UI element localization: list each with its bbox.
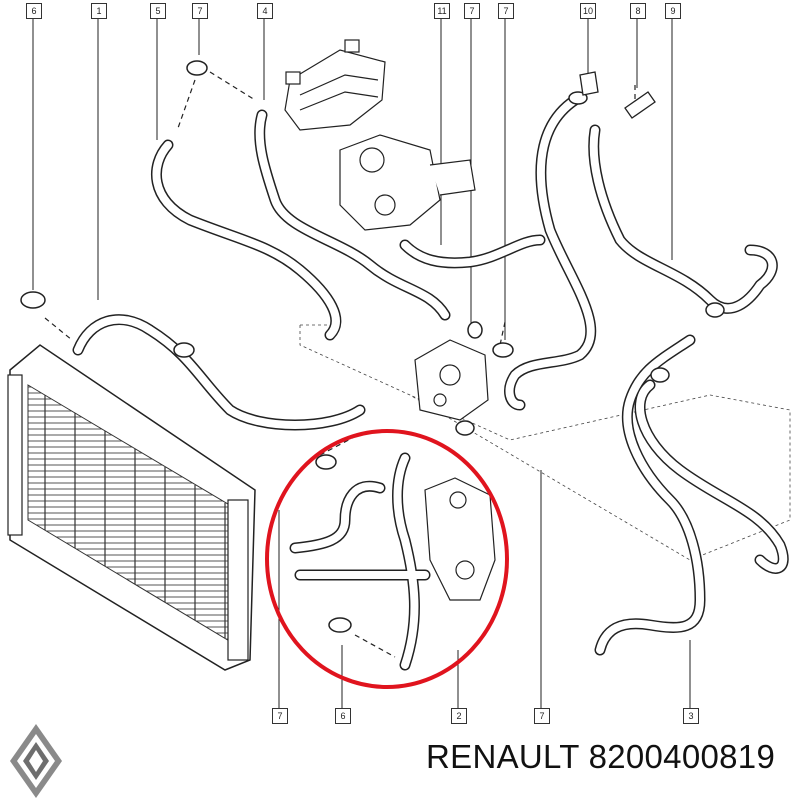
callout-7: 7 — [192, 3, 208, 19]
callout-6-bottom: 6 — [335, 708, 351, 724]
clamp-7-circle — [315, 454, 337, 470]
clamp-7-middle — [173, 342, 195, 358]
hose-clamps — [20, 60, 725, 633]
water-outlet-housing — [424, 477, 496, 601]
callout-2-bottom: 2 — [451, 708, 467, 724]
connector-10 — [579, 71, 599, 96]
callout-5: 5 — [150, 3, 166, 19]
callout-3-bottom: 3 — [683, 708, 699, 724]
callout-8: 8 — [630, 3, 646, 19]
clamp-7-top — [186, 60, 208, 76]
assembly-arrows — [44, 71, 636, 658]
callout-9: 9 — [665, 3, 681, 19]
callout-7-bottom: 7 — [272, 708, 288, 724]
renault-diamond-logo — [10, 724, 62, 798]
highlight-circle — [265, 429, 509, 689]
clamp-3 — [650, 367, 670, 383]
callout-11: 11 — [434, 3, 450, 19]
thermostat-housing-top — [339, 134, 476, 231]
callout-7b: 7 — [464, 3, 480, 19]
clamp-housing — [455, 420, 475, 436]
part-number: 8200400819 — [588, 738, 776, 775]
clamp-7-mid-c — [492, 342, 514, 358]
expansion-tank — [284, 39, 386, 131]
hoses-inner — [74, 96, 788, 669]
clamp-6-circle — [328, 617, 352, 633]
callout-7c: 7 — [498, 3, 514, 19]
callout-4: 4 — [257, 3, 273, 19]
callout-6: 6 — [26, 3, 42, 19]
callout-1: 1 — [91, 3, 107, 19]
part-caption: RENAULT 8200400819 — [426, 738, 775, 776]
clamp-6-top — [20, 291, 46, 309]
clamp-9 — [705, 302, 725, 318]
connector-8 — [624, 91, 656, 119]
clamp-7-mid-b — [467, 321, 483, 339]
callout-7-bottom-b: 7 — [534, 708, 550, 724]
callout-10: 10 — [580, 3, 596, 19]
thermostat-housing-middle — [414, 339, 489, 421]
radiator — [7, 344, 256, 671]
engine-outline — [299, 324, 791, 561]
brand-name: RENAULT — [426, 738, 580, 775]
